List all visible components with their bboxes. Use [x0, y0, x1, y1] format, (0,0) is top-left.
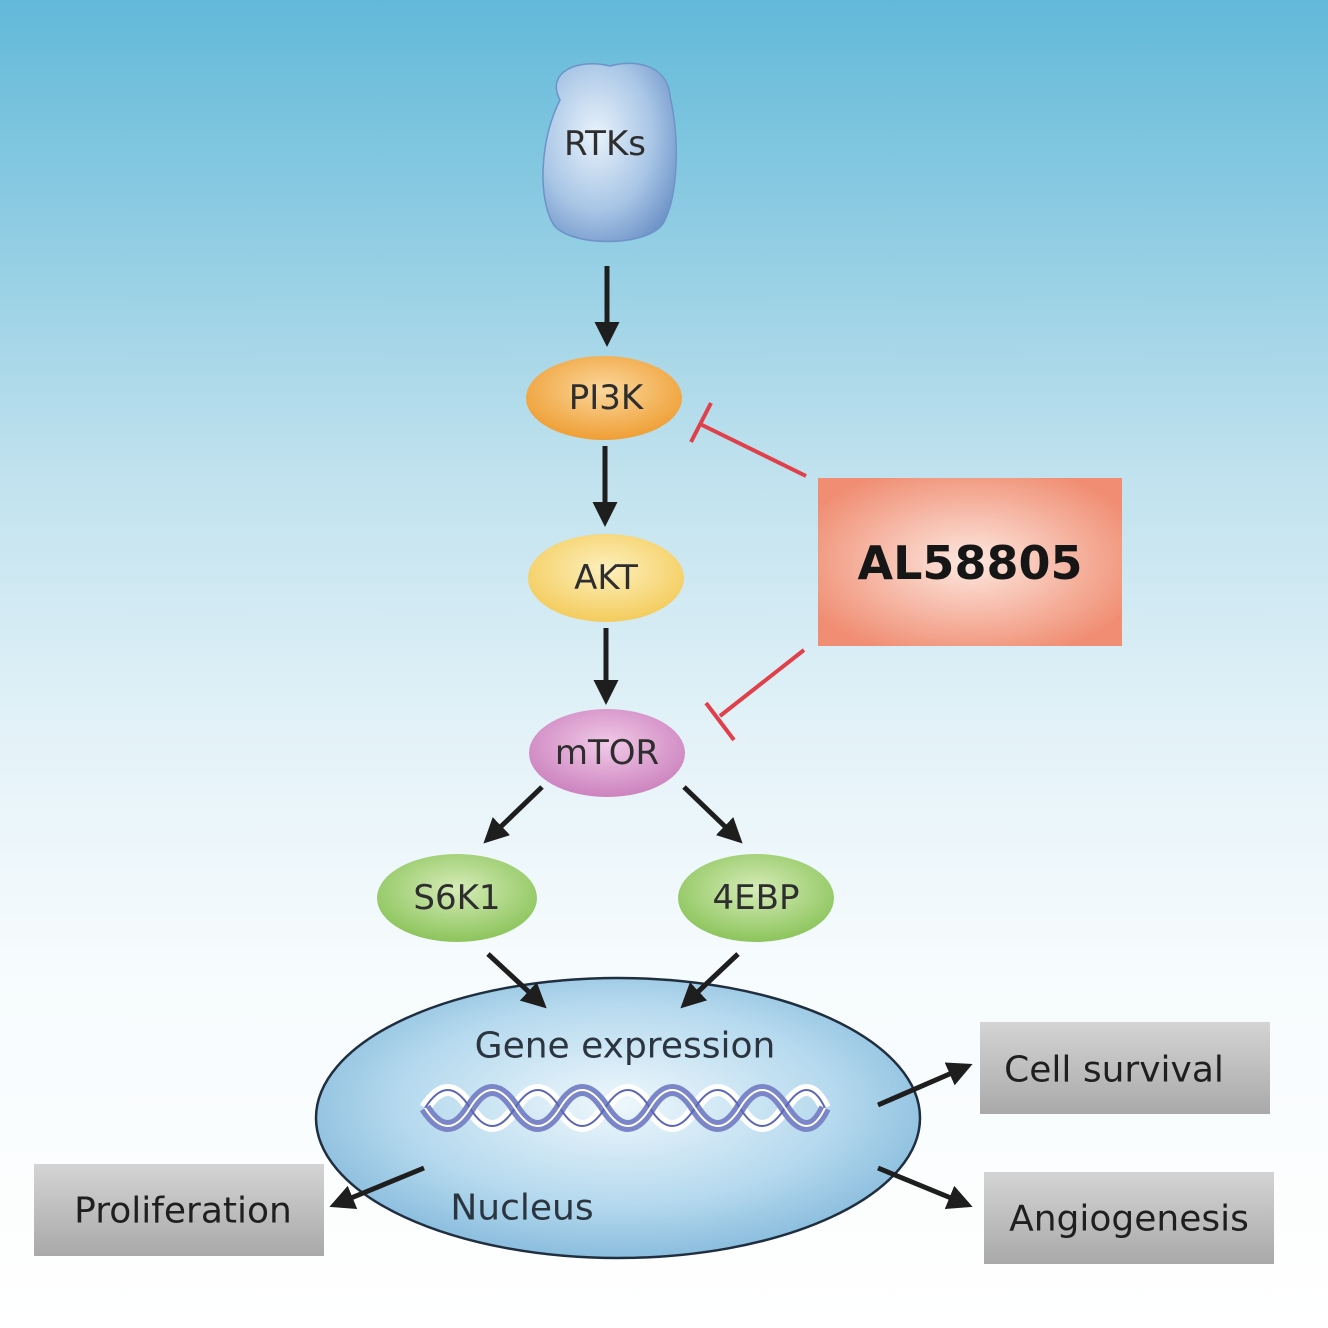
- dna-helix-icon: [419, 1084, 831, 1132]
- pi3k-node-shape: [526, 356, 682, 440]
- watermark: 豆包AI生成: [1236, 1289, 1306, 1305]
- proliferation-box: [34, 1164, 324, 1256]
- rtks-receptor-shape: [542, 62, 677, 243]
- inhibit-mtor-line: [718, 648, 806, 718]
- akt-label: AKT: [574, 558, 638, 598]
- arrow-nucleus-angiogenesis: [877, 1165, 973, 1209]
- arrow-mtor-s6k1: [483, 785, 544, 844]
- mtor-label: mTOR: [554, 733, 660, 773]
- arrow-4ebp-nucleus: [680, 952, 740, 1009]
- pi3k-label: PI3K: [568, 378, 644, 418]
- akt-node-shape: [528, 534, 684, 622]
- rtks-label: RTKs: [564, 124, 646, 164]
- nucleus-label: Nucleus: [450, 1187, 594, 1229]
- proliferation-label: Proliferation: [74, 1190, 292, 1232]
- s6k1-label: S6K1: [413, 878, 501, 918]
- arrow-s6k1-nucleus: [486, 952, 547, 1009]
- inhibit-pi3k-line: [699, 422, 807, 478]
- cell-survival-label: Cell survival: [1004, 1049, 1224, 1091]
- angiogenesis-box: [984, 1172, 1274, 1264]
- gene-expression-label: Gene expression: [474, 1025, 776, 1067]
- inhibit-pi3k-bar: [689, 402, 713, 443]
- arrow-nucleus-cell-survival: [877, 1062, 973, 1108]
- cell-survival-box: [980, 1022, 1270, 1114]
- mtor-node-shape: [529, 709, 685, 797]
- arrow-nucleus-proliferation: [329, 1165, 425, 1209]
- 4ebp-node-shape: [678, 854, 834, 942]
- inhibitor-label: AL58805: [857, 536, 1083, 590]
- 4ebp-label: 4EBP: [712, 878, 800, 918]
- inhibit-mtor-bar: [704, 701, 736, 742]
- arrow-mtor-4ebp: [682, 785, 743, 844]
- inhibitor-box: [818, 478, 1122, 646]
- angiogenesis-label: Angiogenesis: [1009, 1198, 1249, 1240]
- s6k1-node-shape: [377, 854, 537, 942]
